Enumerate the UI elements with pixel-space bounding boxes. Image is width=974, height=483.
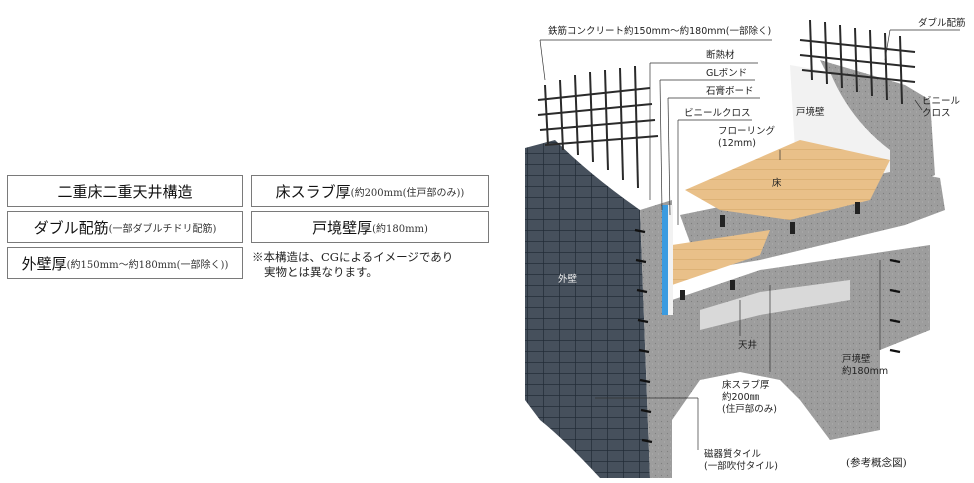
label-flooring-1: フローリング: [718, 125, 776, 137]
spec-sub-text: (約150mm〜約180mm(一部除く)): [66, 259, 229, 271]
spec-double-rebar: ダブル配筋(一部ダブルチドリ配筋): [7, 211, 243, 243]
disclaimer-note: ※本構造は、CGによるイメージであり 実物とは異なります。: [252, 250, 453, 280]
label-tile-2: (一部吹付タイル): [704, 460, 778, 472]
label-insulation: 断熱材: [706, 49, 735, 61]
spec-double-floor: 二重床二重天井構造: [7, 175, 243, 207]
lower-concrete: [672, 245, 930, 440]
spec-main-text: 二重床二重天井構造: [57, 182, 193, 201]
flooring: [685, 140, 890, 220]
note-line-2: 実物とは異なります。: [264, 265, 378, 279]
label-ceiling: 天井: [738, 339, 757, 351]
spec-main-text: 外壁厚: [21, 254, 67, 273]
spec-sub-text: (約180mm): [372, 223, 428, 235]
spec-partition-wall: 戸境壁厚(約180mm): [251, 211, 489, 243]
gypsum-layer: [668, 205, 673, 315]
diagram-labels: 鉄筋コンクリート約150mm〜約180mm(一部除く) 断熱材 GLボンド 石膏…: [548, 17, 966, 472]
note-line-1: ※本構造は、CGによるイメージであり: [252, 250, 454, 264]
partition-wall-concrete: [820, 60, 935, 190]
spec-main-text: ダブル配筋: [33, 218, 109, 237]
label-floor: 床: [772, 177, 782, 189]
label-exterior-wall: 外壁: [558, 273, 578, 285]
rebar-grid-right: [799, 19, 916, 105]
label-slab-3: (住戸部のみ): [722, 403, 777, 415]
label-gl-bond: GLボンド: [706, 68, 747, 79]
floor-supports: [680, 202, 860, 300]
label-flooring-2: (12mm): [718, 138, 756, 149]
leader-lines: [539, 29, 960, 450]
label-slab-2: 約200㎜: [722, 391, 760, 403]
rebar-stubs: [634, 228, 901, 444]
label-partition-thickness-1: 戸境壁: [842, 353, 871, 365]
spec-main-text: 床スラブ厚: [275, 182, 351, 201]
spec-sub-text: (約200mm(住戸部のみ)): [350, 187, 465, 199]
spec-slab-thickness: 床スラブ厚(約200mm(住戸部のみ)): [251, 175, 489, 207]
rebar-grid-left: [537, 65, 659, 189]
label-double-rebar: ダブル配筋: [918, 17, 966, 29]
label-partition-wall: 戸境壁: [796, 106, 825, 118]
label-vinyl-cloth-r2: クロス: [922, 108, 951, 119]
spec-main-text: 戸境壁厚: [312, 218, 373, 237]
spec-exterior-wall: 外壁厚(約150mm〜約180mm(一部除く)): [7, 247, 243, 279]
label-reference: (参考概念図): [846, 456, 907, 469]
spec-sub-text: (一部ダブルチドリ配筋): [108, 223, 217, 235]
label-partition-thickness-2: 約180mm: [842, 365, 888, 377]
ceiling-void: [700, 280, 850, 330]
insulation-layer: [662, 205, 668, 315]
label-vinyl-cloth-r1: ビニール: [922, 96, 961, 107]
label-rc: 鉄筋コンクリート約150mm〜約180mm(一部除く): [548, 25, 771, 37]
exterior-tile-face: [525, 140, 650, 478]
label-gypsum: 石膏ボード: [706, 85, 754, 97]
label-tile-1: 磁器質タイル: [704, 448, 762, 460]
label-vinyl-cloth: ビニールクロス: [684, 108, 751, 119]
lower-flooring: [672, 230, 770, 285]
label-slab-1: 床スラブ厚: [722, 379, 770, 391]
